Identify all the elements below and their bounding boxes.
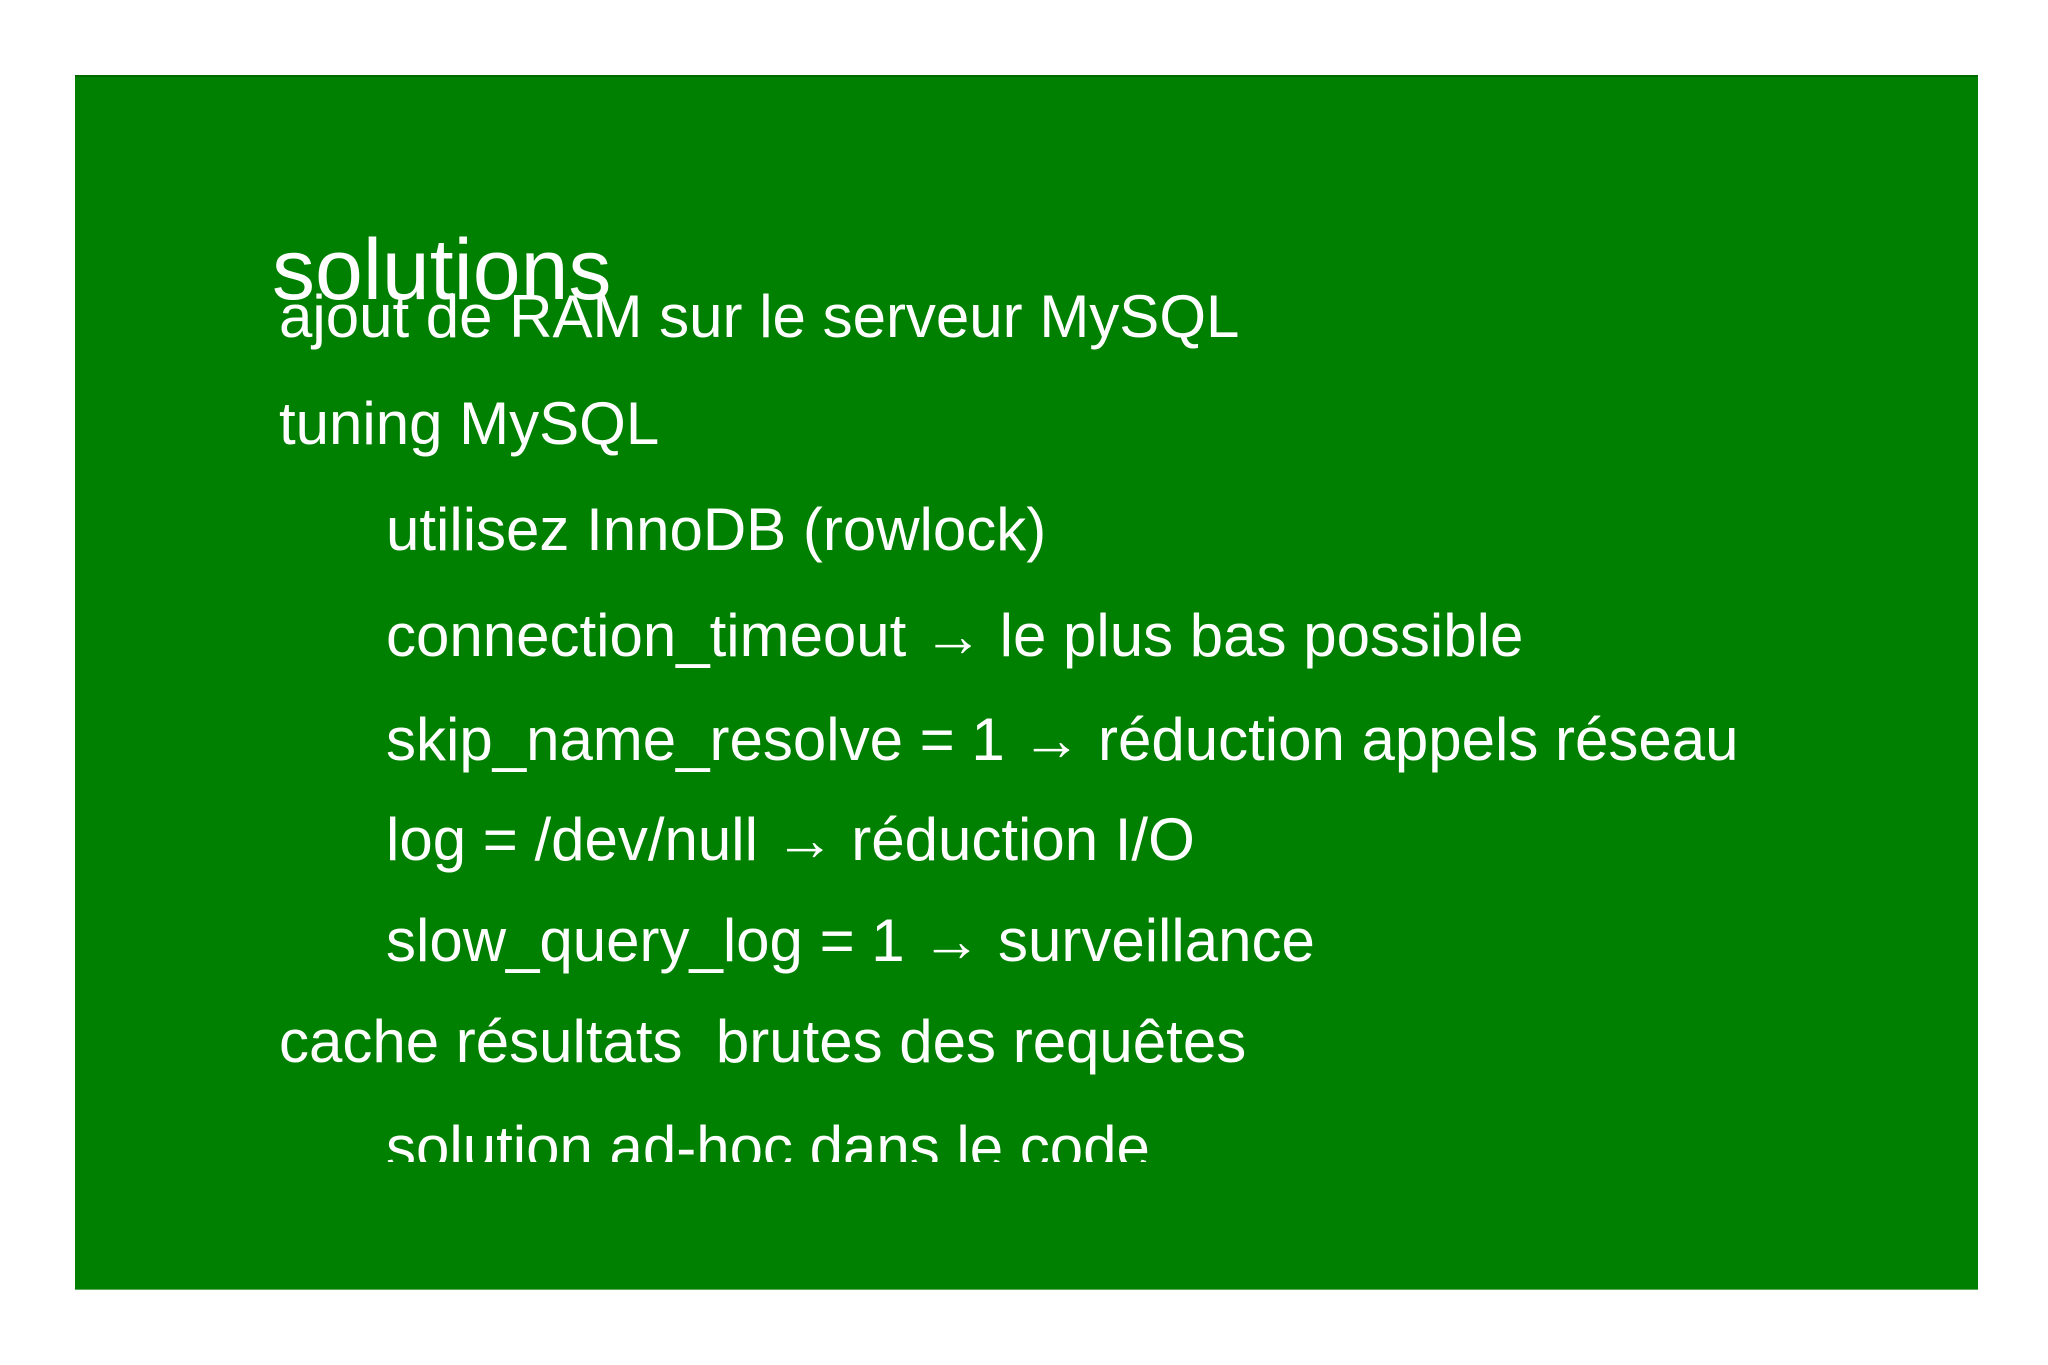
bullet-line-7: slow_query_log = 1 → surveillance — [386, 907, 1315, 974]
bullet-line-6: log = /dev/null → réduction I/O — [386, 806, 1195, 873]
bullet-line-9: solution ad-hoc dans le code — [386, 1118, 1150, 1162]
bullet-line-4: connection_timeout → le plus bas possibl… — [386, 602, 1524, 669]
bullet-line-3: utilisez InnoDB (rowlock) — [386, 496, 1047, 563]
bullet-line-1: ajout de RAM sur le serveur MySQL — [279, 283, 1240, 350]
bullet-line-5: skip_name_resolve = 1 → réduction appels… — [386, 706, 1739, 773]
clipped-line-box: solution ad-hoc dans le code — [386, 1118, 1786, 1162]
slide-title: solutions — [272, 222, 612, 318]
slide-panel: solutions ajout de RAM sur le serveur My… — [75, 75, 1978, 1290]
bullet-line-2: tuning MySQL — [279, 390, 660, 457]
bullet-line-8: cache résultats brutes des requêtes — [279, 1008, 1247, 1075]
